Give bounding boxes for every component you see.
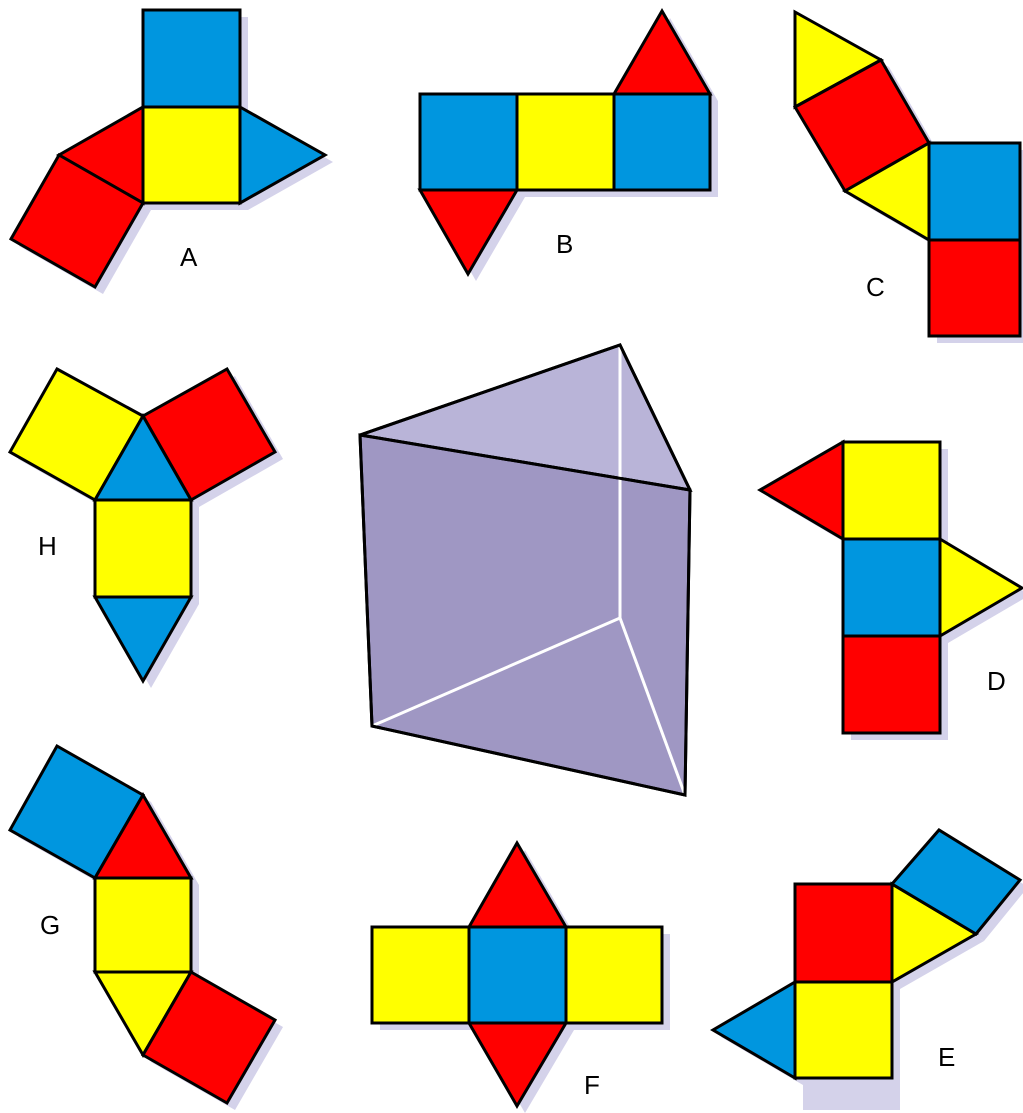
net-f-left-square — [370, 925, 471, 1025]
net-d-top-square — [841, 440, 942, 541]
net-f-label: F — [584, 1070, 600, 1100]
net-g-middle-square — [93, 876, 193, 974]
net-f-right-square — [564, 925, 664, 1025]
net-c-label: C — [866, 272, 885, 302]
prism-front-top-edge — [359, 433, 691, 492]
net-a-fold-line — [58, 154, 144, 204]
net-e-lower-square — [793, 980, 894, 1080]
net-d-label: D — [987, 666, 1006, 696]
net-g-label: G — [40, 910, 60, 940]
net-e: E — [710, 828, 1023, 1110]
net-b: B — [417, 8, 718, 281]
net-h-fold-line — [94, 415, 144, 501]
net-f: F — [370, 840, 670, 1113]
net-h-label: H — [38, 531, 57, 561]
net-f-top-triangle — [466, 840, 569, 929]
prism-hidden-edge — [371, 616, 621, 728]
net-d-middle-square — [841, 537, 942, 638]
prism-front-face — [358, 433, 692, 797]
net-c-fold-line — [844, 142, 930, 192]
net-h: H — [7, 366, 283, 688]
net-c: C — [792, 9, 1023, 343]
net-g: G — [7, 743, 283, 1110]
net-h-bottom-square — [93, 498, 193, 599]
net-e-fold-line — [891, 883, 977, 935]
net-f-center-square — [467, 925, 568, 1025]
net-c-lower-square — [927, 238, 1022, 338]
net-b-label: B — [556, 229, 573, 259]
net-b-left-square — [418, 92, 519, 192]
net-g-bottom-square — [140, 969, 278, 1106]
net-e-label: E — [938, 1042, 955, 1072]
net-b-top-triangle — [611, 8, 713, 96]
triangular-prism — [358, 343, 693, 797]
net-e-left-triangle — [710, 979, 797, 1081]
net-e-upper-square — [793, 882, 894, 984]
net-b-middle-square — [515, 92, 616, 192]
net-a: A — [8, 8, 333, 294]
net-c-upper-square — [927, 141, 1022, 242]
net-c-fold-line — [794, 59, 882, 108]
net-d-left-triangle — [757, 439, 845, 542]
net-a-top-square — [141, 8, 242, 109]
prism-outline — [358, 343, 692, 797]
net-a-label: A — [180, 242, 198, 272]
net-h-fold-line — [142, 415, 192, 501]
net-d-bottom-square — [841, 634, 942, 735]
net-a-center-square — [141, 105, 242, 205]
net-d: D — [757, 439, 1023, 740]
net-b-right-square — [612, 92, 712, 192]
prism-hidden-edge — [618, 617, 687, 796]
